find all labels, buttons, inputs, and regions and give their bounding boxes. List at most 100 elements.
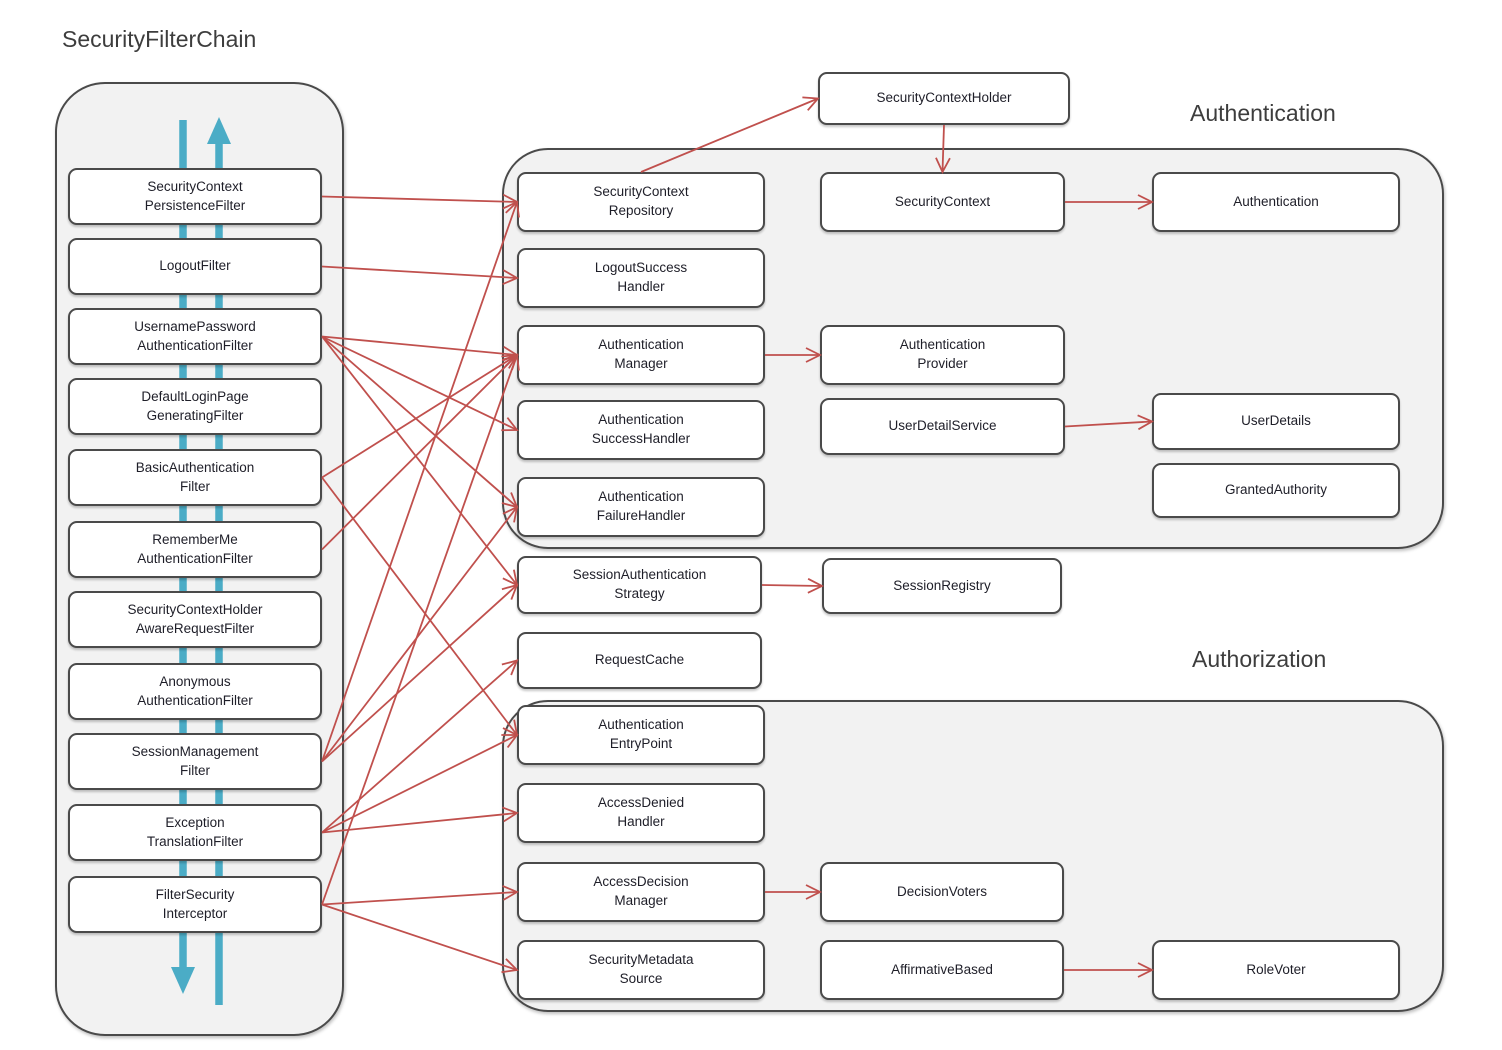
node-label-line: Provider	[917, 356, 968, 371]
node-label-line: Source	[619, 971, 663, 986]
node-label-line: AccessDecision	[593, 874, 689, 890]
node-security-context-holder: SecurityContextHolder	[818, 72, 1070, 125]
node-user-detail-service: UserDetailService	[820, 398, 1065, 455]
arrow-filter-security-interceptor-to-authentication-manager	[321, 353, 520, 905]
node-label-line: TranslationFilter	[146, 833, 244, 849]
node-label-line: UserDetailService	[888, 418, 997, 434]
arrow-username-password-authentication-filter-to-authentication-manager	[321, 335, 520, 362]
arrow-logout-filter-to-logout-success-handler	[321, 265, 520, 285]
arrow-username-password-authentication-filter-to-authentication-success-handler	[321, 335, 519, 432]
arrow-session-authentication-strategy-to-session-registry	[761, 577, 825, 594]
node-label-line: AuthenticationFilter	[137, 337, 253, 353]
node-label-line: Filter	[180, 478, 210, 494]
node-label-line: Exception	[165, 814, 225, 830]
node-label-line: SessionRegistry	[893, 577, 991, 593]
arrow-remember-me-authentication-filter-to-authentication-manager	[321, 353, 519, 551]
node-label-line: Handler	[617, 279, 665, 294]
node-label-line: Filter	[180, 762, 210, 778]
node-decision-voters: DecisionVoters	[820, 862, 1064, 922]
node-label-line: SecurityContextHolder	[127, 601, 263, 617]
node-granted-authority: GrantedAuthority	[1152, 463, 1400, 518]
arrow-basic-authentication-filter-to-authentication-manager	[321, 353, 519, 479]
node-label-line: SessionAuthentication	[572, 567, 707, 583]
arrow-user-detail-service-to-user-details	[1064, 414, 1155, 431]
node-role-voter: RoleVoter	[1152, 940, 1400, 1000]
node-label-line: RememberMe	[152, 531, 238, 547]
node-label-line: SecurityContext	[593, 184, 689, 200]
node-label-line: Authentication	[598, 717, 684, 733]
node-label-line: RoleVoter	[1246, 961, 1306, 977]
arrow-security-context-holder-to-security-context	[935, 124, 951, 175]
node-authentication: Authentication	[1152, 172, 1400, 232]
node-label-line: GeneratingFilter	[146, 407, 244, 423]
node-label-line: UserDetails	[1241, 413, 1311, 429]
node-label-line: AffirmativeBased	[891, 961, 993, 977]
node-label-line: PersistenceFilter	[144, 197, 246, 213]
node-label-line: SecurityMetadata	[588, 952, 694, 968]
arrow-security-context-persistence-filter-to-security-context-repository	[321, 193, 520, 210]
node-label-line: Handler	[617, 814, 665, 829]
arrow-username-password-authentication-filter-to-session-authentication-strategy	[321, 335, 519, 587]
node-label-line: Authentication	[598, 337, 684, 353]
node-label-line: Manager	[614, 893, 668, 908]
node-label-line: BasicAuthentication	[135, 459, 255, 475]
node-label-line: AuthenticationFilter	[137, 692, 253, 708]
node-logout-filter: LogoutFilter	[68, 238, 322, 295]
arrow-session-management-filter-to-security-context-repository	[321, 200, 520, 762]
arrow-filter-security-interceptor-to-security-metadata-source	[321, 903, 519, 974]
node-label-line: AccessDenied	[597, 795, 685, 811]
node-label-line: AwareRequestFilter	[135, 620, 255, 636]
node-label-line: Authentication	[598, 489, 684, 505]
diagram-title: SecurityFilterChain	[62, 26, 257, 52]
node-affirmative-based: AffirmativeBased	[820, 940, 1064, 1000]
node-label-line: DecisionVoters	[896, 883, 988, 899]
arrow-filter-security-interceptor-to-access-decision-manager	[321, 885, 520, 906]
node-label-line: UsernamePassword	[134, 318, 256, 334]
node-session-registry: SessionRegistry	[822, 558, 1062, 614]
authentication-section-label: Authentication	[1190, 100, 1336, 126]
arrow-basic-authentication-filter-to-authentication-entry-point	[321, 476, 519, 737]
node-label-line: SessionManagement	[131, 743, 259, 759]
node-label-line: Repository	[608, 203, 674, 218]
arrow-security-context-repository-to-security-context-holder	[640, 96, 820, 173]
node-user-details: UserDetails	[1152, 393, 1400, 450]
node-label-line: SecurityContextHolder	[876, 90, 1012, 106]
arrow-session-management-filter-to-authentication-failure-handler	[321, 505, 519, 763]
arrow-session-management-filter-to-session-authentication-strategy	[321, 583, 519, 763]
arrow-exception-translation-filter-to-authentication-entry-point	[321, 734, 519, 834]
node-label-line: Anonymous	[159, 673, 231, 689]
node-label-line: AuthenticationFilter	[137, 550, 253, 566]
arrow-exception-translation-filter-to-request-cache	[321, 659, 519, 834]
node-label-line: Interceptor	[162, 905, 228, 921]
node-label-line: Strategy	[614, 586, 665, 601]
node-label-line: RequestCache	[594, 652, 685, 668]
node-label-line: EntryPoint	[609, 736, 673, 751]
node-label-line: FilterSecurity	[155, 886, 235, 902]
arrow-exception-translation-filter-to-access-denied-handler	[321, 806, 520, 834]
node-label-line: SuccessHandler	[591, 431, 691, 446]
node-label-line: SecurityContext	[147, 178, 243, 194]
node-label-line: SecurityContext	[894, 193, 991, 209]
node-label-line: FailureHandler	[596, 508, 686, 523]
node-label-line: Manager	[614, 356, 668, 371]
node-label-line: LogoutFilter	[159, 258, 231, 274]
authorization-section-label: Authorization	[1192, 646, 1327, 672]
